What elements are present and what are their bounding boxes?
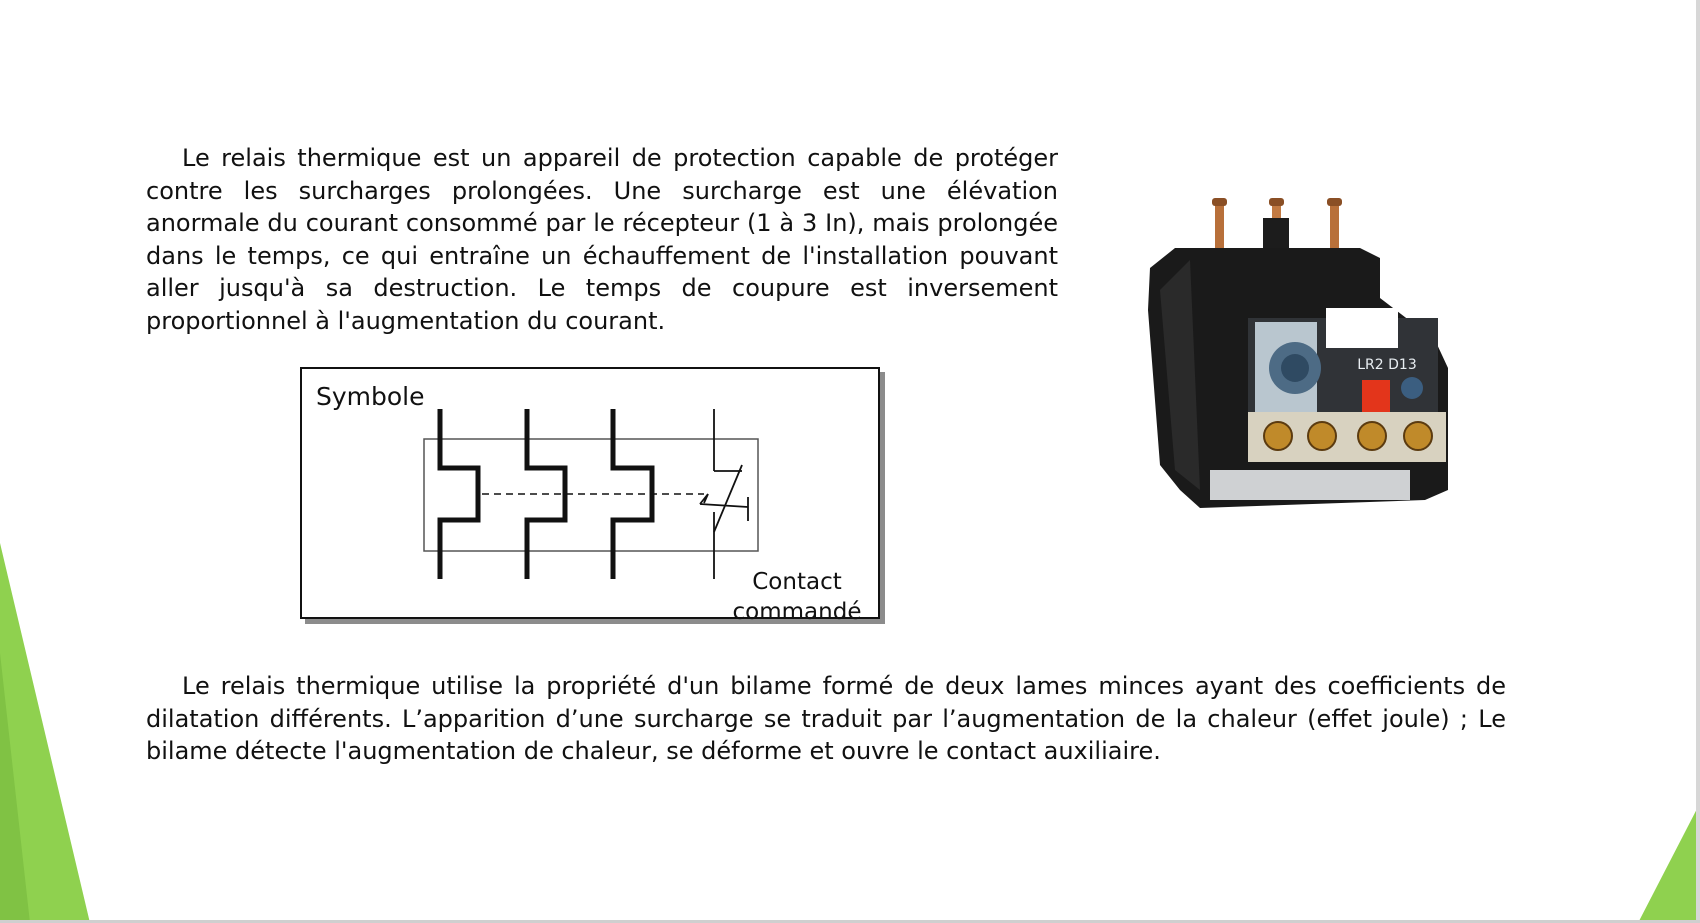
relay-model-label: LR2 D13 [1357,357,1417,373]
symbol-frame [423,438,759,552]
reset-button [1401,377,1423,399]
decorative-green-shape-right [1638,803,1700,923]
paragraph-bimetal-principle: Le relais thermique utilise la propriété… [146,672,1506,765]
symbol-diagram: Symbole Contact commandé [300,367,880,625]
thermal-relay-photo: LR2 D13 [1130,190,1470,540]
decorative-green-shape-left [0,543,90,923]
thermal-element-2 [524,409,568,579]
label-area [1326,308,1398,348]
relay-illustration [1148,198,1448,508]
contact-label: Contact commandé [732,569,862,625]
controlled-contact [699,409,749,579]
symbol-title: Symbole [316,382,425,411]
paragraph-thermal-relay-definition: Le relais thermique est un appareil de p… [146,144,1058,335]
thermal-relay-symbol-drawing [423,409,759,579]
thermal-element-1 [437,409,481,579]
slide-bottom-border [0,920,1700,923]
stop-button [1362,380,1390,414]
terminal-screws [1263,421,1433,451]
slide-right-border [1696,0,1700,923]
bottom-terminal-base [1210,470,1410,500]
